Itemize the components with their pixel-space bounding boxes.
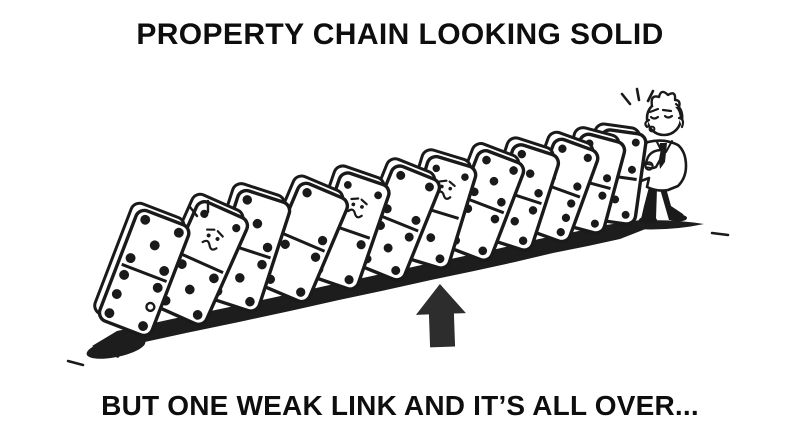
startle-marks-icon bbox=[622, 89, 653, 104]
title-band: PROPERTY CHAIN LOOKING SOLID bbox=[0, 0, 800, 70]
domino-scene-svg bbox=[0, 70, 800, 380]
falling-dominoes bbox=[90, 123, 647, 338]
caption-text: BUT ONE WEAK LINK AND IT’S ALL OVER... bbox=[101, 390, 699, 422]
title-text: PROPERTY CHAIN LOOKING SOLID bbox=[136, 18, 663, 52]
ground-mark-right bbox=[712, 233, 728, 235]
ground-mark-left bbox=[68, 361, 83, 365]
cartoon-illustration bbox=[0, 70, 800, 380]
caption-band: BUT ONE WEAK LINK AND IT’S ALL OVER... bbox=[0, 380, 800, 448]
up-arrow-icon bbox=[415, 283, 467, 348]
man-ground-shadow bbox=[626, 220, 704, 229]
man-front-leg bbox=[641, 187, 657, 219]
man-shoe bbox=[669, 214, 687, 221]
man-shoe bbox=[639, 216, 657, 223]
